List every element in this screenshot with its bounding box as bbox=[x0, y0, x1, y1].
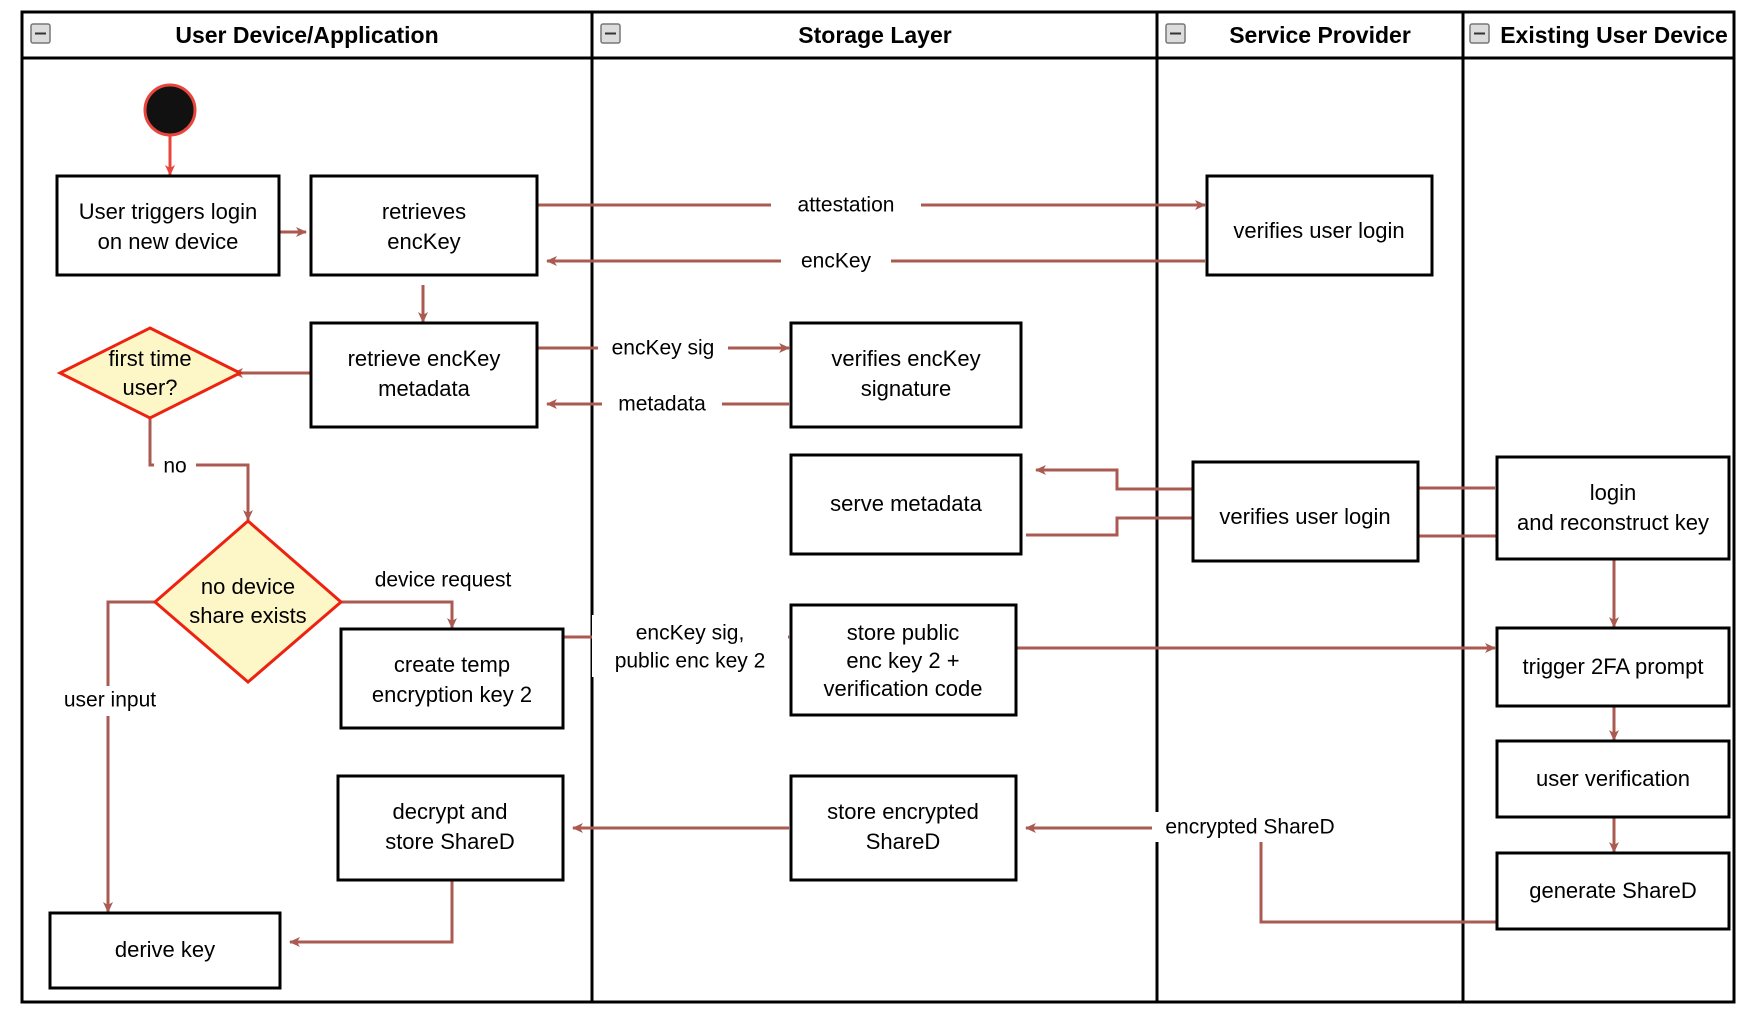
edge-label-user-input: user input bbox=[47, 686, 177, 716]
node-retrieves-enckey[interactable]: retrieves encKey bbox=[309, 174, 539, 277]
node-retrieve-enckey-metadata[interactable]: retrieve encKey metadata bbox=[309, 321, 539, 429]
node-label-line: verifies user login bbox=[1233, 218, 1404, 243]
minus-icon[interactable] bbox=[1469, 23, 1490, 44]
node-store-public-enc-key-2[interactable]: store public enc key 2 + verification co… bbox=[789, 603, 1018, 717]
decision-diamond bbox=[56, 326, 244, 420]
node-label-line: signature bbox=[861, 376, 952, 401]
node-label-line: derive key bbox=[115, 937, 215, 962]
node-label-line: login bbox=[1590, 480, 1636, 505]
edge-generate-to-store-encrypted bbox=[1025, 823, 1504, 924]
node-label-line: encKey bbox=[387, 229, 460, 254]
edge-user-input bbox=[103, 600, 161, 913]
node-label-line: generate ShareD bbox=[1529, 878, 1697, 903]
lane-header-existing-device[interactable]: Existing User Device bbox=[1469, 22, 1728, 48]
node-label-line: User triggers login bbox=[79, 199, 258, 224]
node-user-verification[interactable]: user verification bbox=[1495, 739, 1731, 819]
node-label-line: decrypt and bbox=[393, 799, 508, 824]
edge-device-request bbox=[334, 600, 457, 629]
node-label-line: create temp bbox=[394, 652, 510, 677]
edge-label-text: user input bbox=[64, 689, 156, 712]
node-store-encrypted-shared[interactable]: store encrypted ShareD bbox=[789, 774, 1018, 882]
node-serve-metadata[interactable]: serve metadata bbox=[789, 453, 1023, 556]
edge-label-enckey-sig-public-enc-key-2: encKey sig, public enc key 2 bbox=[592, 615, 788, 677]
node-generate-shared[interactable]: generate ShareD bbox=[1495, 851, 1731, 931]
edge-label-enckey-sig: encKey sig bbox=[598, 333, 728, 363]
lane-title: User Device/Application bbox=[175, 22, 438, 48]
node-label-line: verifies user login bbox=[1219, 504, 1390, 529]
initial-node-circle bbox=[143, 83, 197, 137]
node-label-line: and reconstruct key bbox=[1517, 510, 1709, 535]
node-label-line: retrieve encKey bbox=[348, 346, 501, 371]
lane-title: Service Provider bbox=[1229, 22, 1411, 48]
node-verifies-enckey-signature[interactable]: verifies encKey signature bbox=[789, 321, 1023, 429]
node-label-line: on new device bbox=[98, 229, 239, 254]
lane-header-storage[interactable]: Storage Layer bbox=[600, 22, 952, 48]
node-no-device-share-exists[interactable]: no device share exists bbox=[152, 519, 344, 684]
node-label-line: share exists bbox=[189, 603, 306, 628]
edge-label-metadata: metadata bbox=[602, 389, 722, 419]
node-label-line: metadata bbox=[378, 376, 470, 401]
minus-icon[interactable] bbox=[1165, 23, 1186, 44]
node-decrypt-and-store-shared[interactable]: decrypt and store ShareD bbox=[336, 774, 565, 882]
lane-header-service-provider[interactable]: Service Provider bbox=[1165, 22, 1411, 48]
minus-icon[interactable] bbox=[30, 23, 51, 44]
node-label-line: trigger 2FA prompt bbox=[1523, 654, 1704, 679]
edge-label-text: encKey sig bbox=[612, 337, 715, 360]
node-label-line: first time bbox=[108, 346, 191, 371]
node-user-triggers-login[interactable]: User triggers login on new device bbox=[55, 174, 281, 277]
edge-label-text: encrypted ShareD bbox=[1165, 816, 1334, 839]
edge-label-text: device request bbox=[375, 569, 512, 592]
edge-label-no: no bbox=[154, 451, 196, 481]
edge-label-text: public enc key 2 bbox=[615, 650, 766, 673]
node-label-line: enc key 2 + bbox=[846, 648, 959, 673]
node-verifies-user-login-2[interactable]: verifies user login bbox=[1191, 460, 1420, 563]
start-node bbox=[143, 83, 197, 137]
edge-label-encrypted-shared: encrypted ShareD bbox=[1152, 812, 1348, 842]
node-label-line: encryption key 2 bbox=[372, 682, 532, 707]
node-verifies-user-login-1[interactable]: verifies user login bbox=[1205, 174, 1434, 277]
decision-diamond bbox=[152, 519, 344, 684]
edge-sp2-to-serve-metadata bbox=[1035, 465, 1192, 491]
node-create-temp-encryption-key-2[interactable]: create temp encryption key 2 bbox=[339, 627, 565, 730]
edge-label-text: no bbox=[163, 455, 186, 478]
edge-no-branch bbox=[148, 415, 253, 521]
minus-icon[interactable] bbox=[600, 23, 621, 44]
node-label-line: retrieves bbox=[382, 199, 466, 224]
node-label-line: store encrypted bbox=[827, 799, 979, 824]
node-label-line: verification code bbox=[824, 676, 983, 701]
node-label-line: no device bbox=[201, 574, 295, 599]
edge-label-text: encKey bbox=[801, 250, 872, 273]
node-login-and-reconstruct-key[interactable]: login trigger 2FA prompt and reconstruct… bbox=[1495, 455, 1731, 561]
edge-serve-metadata-to-sp2 bbox=[1026, 513, 1203, 537]
edge-label-enckey: encKey bbox=[781, 246, 891, 276]
lane-title: Existing User Device bbox=[1500, 22, 1728, 48]
edge-label-text: attestation bbox=[798, 194, 895, 217]
edge-label-device-request: device request bbox=[352, 566, 534, 596]
node-label-line: store ShareD bbox=[385, 829, 515, 854]
edge-label-attestation: attestation bbox=[771, 190, 921, 220]
node-label-line: verifies encKey bbox=[831, 346, 980, 371]
edge-label-text: metadata bbox=[618, 393, 706, 416]
node-trigger-2fa-prompt[interactable]: trigger 2FA prompt bbox=[1495, 626, 1731, 708]
lane-title: Storage Layer bbox=[798, 22, 951, 48]
node-label-line: ShareD bbox=[866, 829, 941, 854]
lane-header-user-device[interactable]: User Device/Application bbox=[30, 22, 439, 48]
edge-decrypt-to-derive-key bbox=[289, 881, 454, 947]
node-label-line: user? bbox=[122, 375, 177, 400]
node-label-line: user verification bbox=[1536, 766, 1690, 791]
node-first-time-user[interactable]: first time user? bbox=[56, 326, 244, 420]
diagram-outer-border bbox=[20, 10, 1736, 1004]
edge-label-group: attestation encKey encKey sig metadata n… bbox=[47, 190, 1348, 842]
node-derive-key[interactable]: derive key bbox=[48, 911, 282, 990]
node-label-line: serve metadata bbox=[830, 491, 982, 516]
edge-label-text: encKey sig, bbox=[636, 622, 745, 645]
node-label-line: store public bbox=[847, 620, 960, 645]
